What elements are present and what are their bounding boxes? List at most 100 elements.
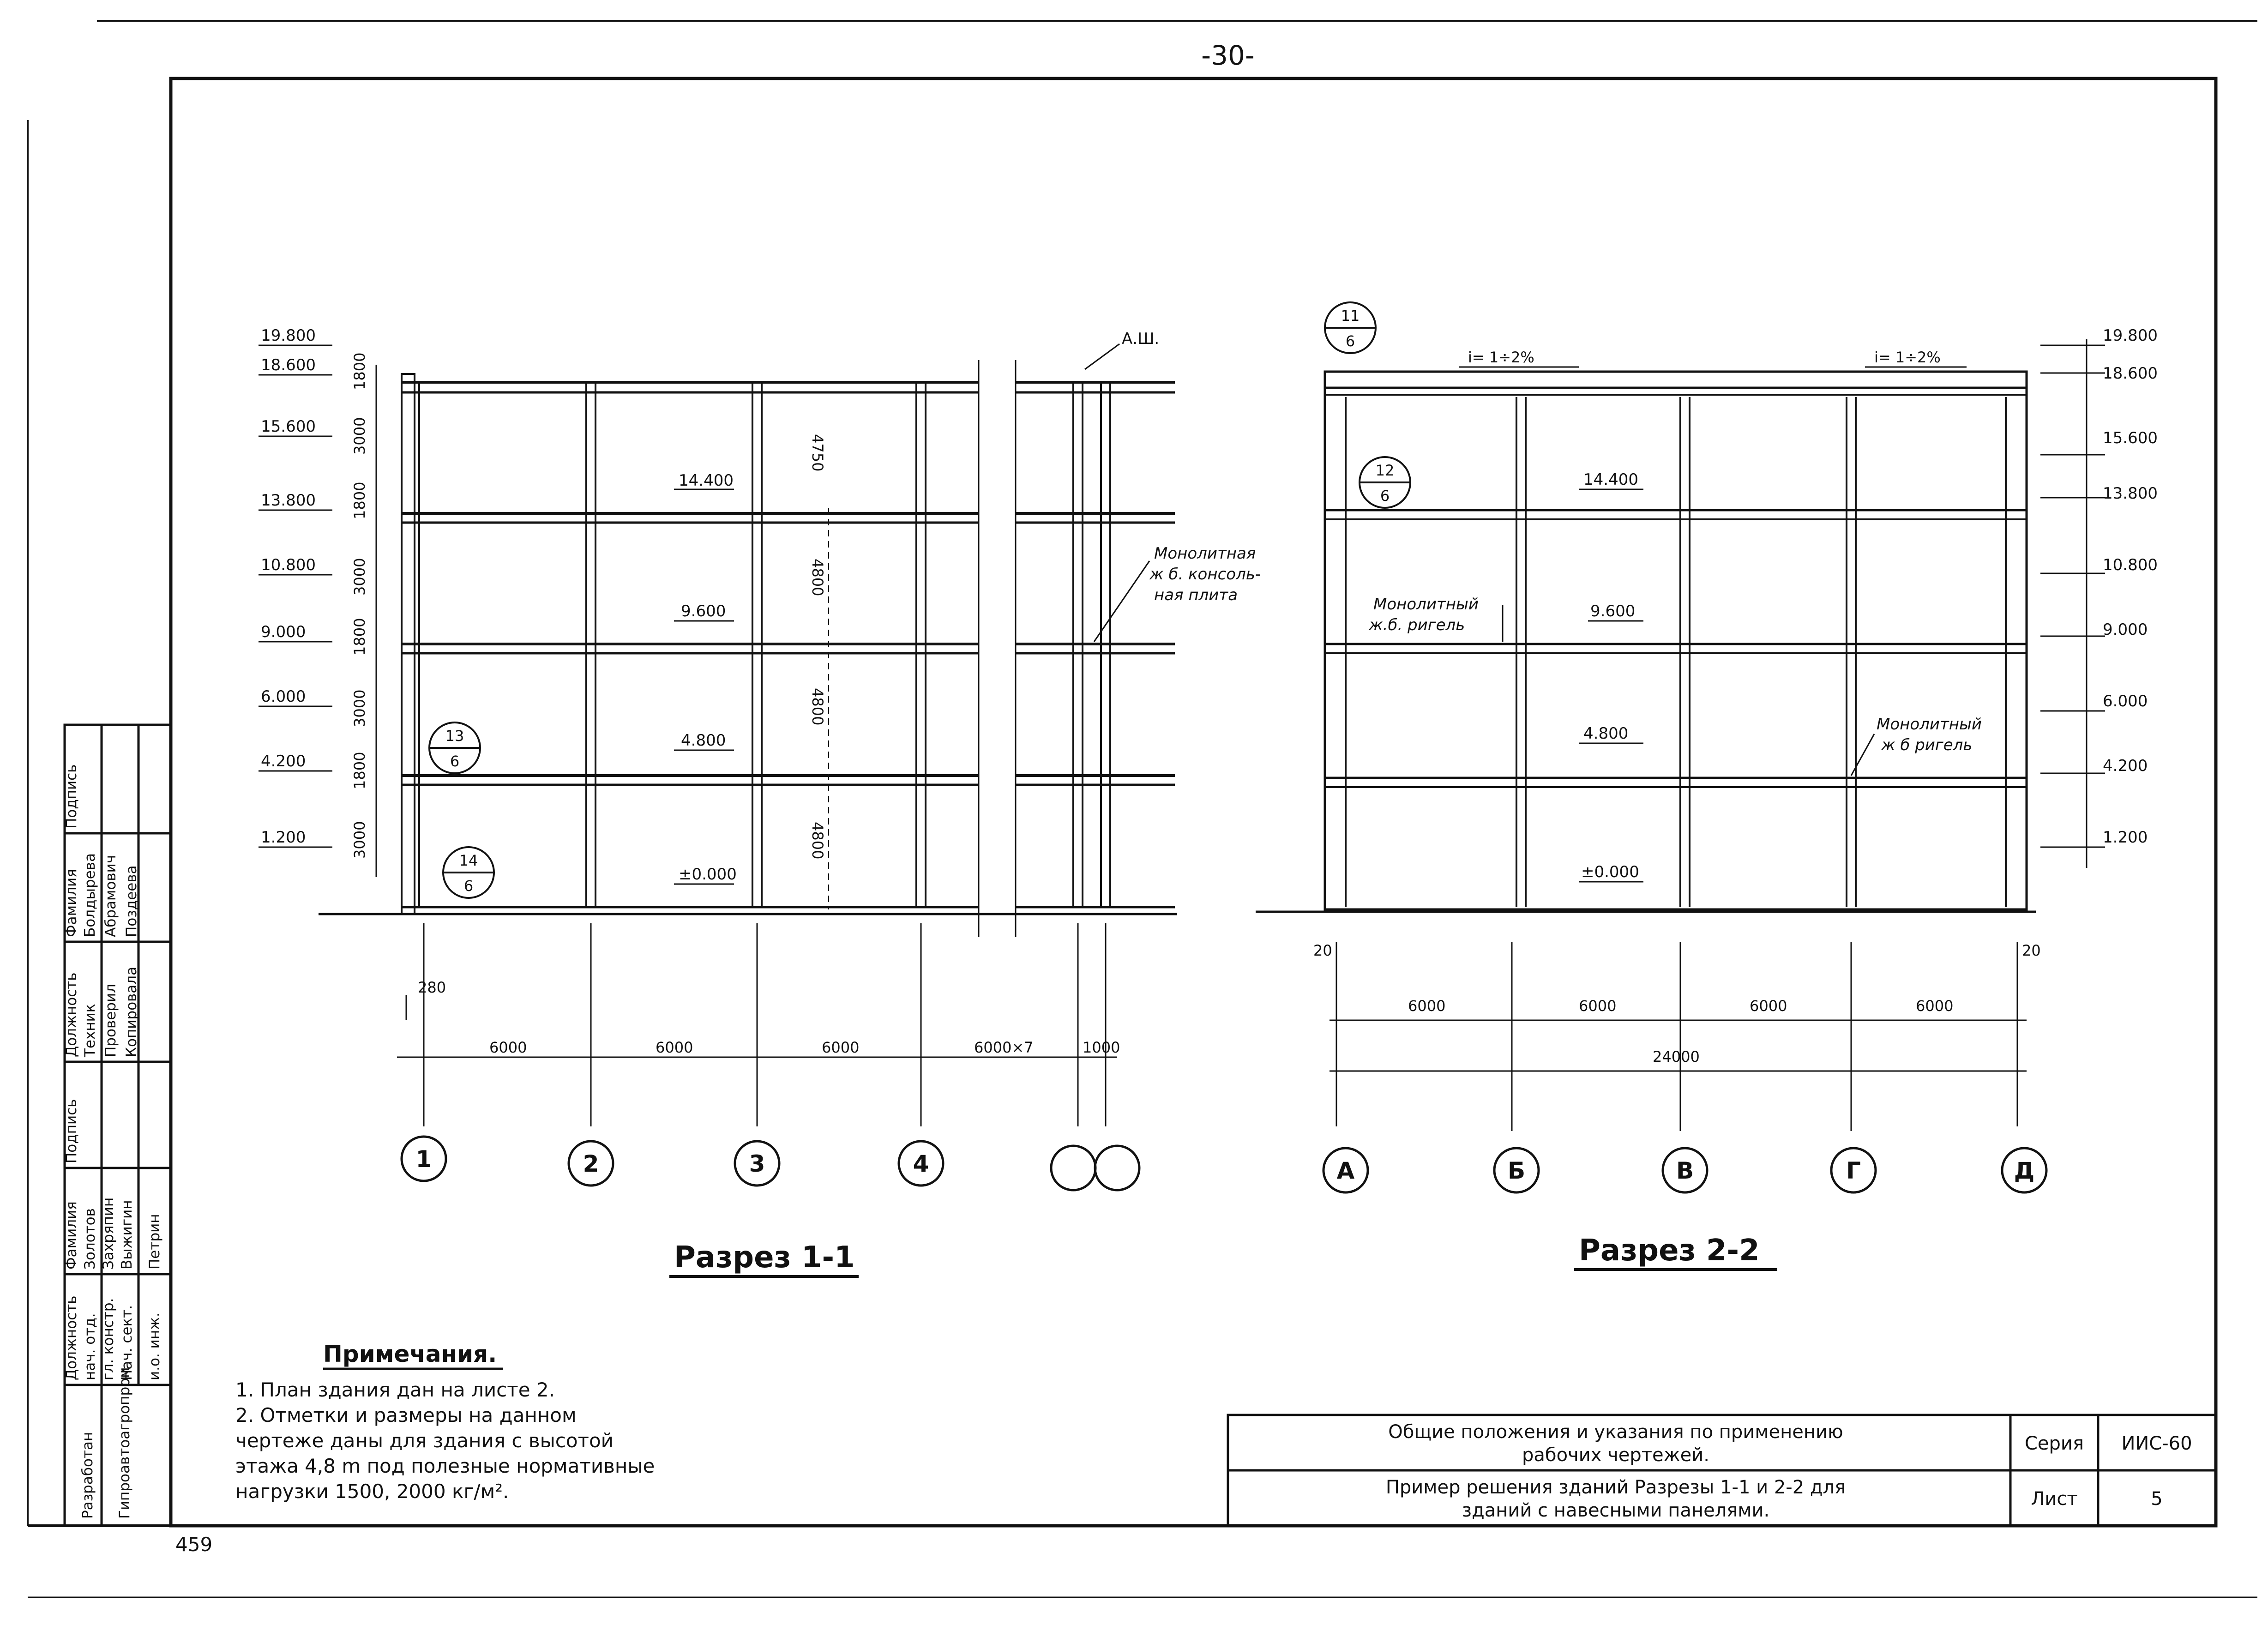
sheet-number-bottom: 459 <box>175 1533 212 1556</box>
page-number: -30- <box>1201 40 1255 71</box>
note-line: 2. Отметки и размеры на данном <box>235 1404 577 1426</box>
offset-dim: 20 <box>2022 942 2041 959</box>
dim-label: 1800 <box>351 353 368 390</box>
title-desc: зданий с навесными панелями. <box>1462 1500 1769 1521</box>
axis-label: В <box>1676 1157 1694 1184</box>
dim-label: 1800 <box>351 752 368 789</box>
callout-top: 11 <box>1341 307 1360 325</box>
section-2-axis-bubbles <box>1322 1147 2048 1194</box>
note-line: этажа 4,8 m под полезные нормативные <box>235 1455 655 1477</box>
section-2-title: Разрез 2-2 <box>1579 1234 1760 1268</box>
beam-note: ж б ригель <box>1881 736 1972 754</box>
callout-bottom: 6 <box>1380 487 1390 505</box>
span-dim: 1000 <box>1083 1039 1120 1056</box>
level-label: 13.800 <box>2103 484 2158 503</box>
span-dim: 6000 <box>1408 997 1445 1015</box>
level-label: 19.800 <box>2103 326 2158 345</box>
floor-mark: 9.600 <box>681 602 726 620</box>
stamp-cell: Должность <box>63 1295 80 1380</box>
total-span-dim: 24000 <box>1653 1048 1700 1065</box>
level-label: 9.000 <box>261 623 306 641</box>
note-line: чертеже даны для здания с высотой <box>235 1429 614 1452</box>
stamp-cell: Фамилия <box>63 1201 80 1270</box>
sheet-value: 5 <box>2151 1488 2162 1510</box>
callout-top: 14 <box>459 852 478 869</box>
dim-label: 1800 <box>351 482 368 519</box>
axis-label: Г <box>1846 1157 1861 1184</box>
section-2-callout-12 <box>1359 456 1411 509</box>
section-2-level-ladder <box>2040 339 2105 868</box>
level-label: 9.000 <box>2103 620 2148 639</box>
span-dim: 6000 <box>656 1039 693 1056</box>
section-1-story-heights: 4750 4800 4800 4800 <box>809 434 826 859</box>
callout-bottom: 6 <box>464 877 473 895</box>
floor-mark: 4.800 <box>681 731 726 750</box>
axis-label: А <box>1337 1157 1355 1184</box>
span-dim: 6000×7 <box>974 1039 1034 1056</box>
section-1-level-ladder <box>259 344 377 877</box>
stamp-cell: Подпись <box>63 764 80 829</box>
roof-slope: i= 1÷2% <box>1468 349 1534 366</box>
offset-dim: 20 <box>1313 942 1332 959</box>
level-label: 1.200 <box>261 828 306 847</box>
axis-label: 3 <box>749 1150 765 1177</box>
level-label: 10.800 <box>2103 556 2158 574</box>
callout-bottom: 6 <box>450 752 459 770</box>
floor-mark: ±0.000 <box>679 865 737 884</box>
section-1-left-dims: 1800 3000 1800 3000 1800 3000 1800 3000 <box>351 353 368 859</box>
approval-stamp: Разработан Гипроавтоагропром Должность н… <box>63 723 172 1527</box>
note-line: нагрузки 1500, 2000 кг/м². <box>235 1480 509 1503</box>
section-2-span-dims <box>1330 942 2027 1131</box>
stamp-cell: Техник <box>82 1004 98 1058</box>
section-2-callout-11 <box>1324 301 1377 354</box>
note-line: 1. План здания дан на листе 2. <box>235 1378 555 1401</box>
span-dim: 6000 <box>1750 997 1787 1015</box>
section-2-2: 19.800 18.600 15.600 13.800 10.800 9.000… <box>1256 301 2158 1271</box>
axis-label: Б <box>1508 1157 1525 1184</box>
stamp-cell: Нач. сект. <box>119 1305 135 1380</box>
stamp-cell: Золотов <box>82 1208 98 1270</box>
section-1-1: 19.800 18.600 15.600 13.800 10.800 9.000… <box>259 326 1261 1278</box>
section-1-levels: 19.800 18.600 15.600 13.800 10.800 9.000… <box>261 326 316 847</box>
section-2-floor-marks: 14.400 9.600 4.800 ±0.000 <box>1579 470 1643 883</box>
stamp-cell: Абрамович <box>102 855 119 937</box>
roof-slope: i= 1÷2% <box>1874 349 1941 366</box>
dim-label: 3000 <box>351 558 368 596</box>
notes-block: Примечания. 1. План здания дан на листе … <box>235 1341 655 1503</box>
title-block: Общие положения и указания по применению… <box>1227 1414 2217 1527</box>
title-desc: Общие положения и указания по применению <box>1388 1421 1843 1443</box>
section-1-floor-marks: 14.400 9.600 4.800 ±0.000 <box>674 471 737 885</box>
story-height: 4800 <box>809 559 826 596</box>
slab-note: ж б. консоль- <box>1149 565 1261 584</box>
level-label: 19.800 <box>261 326 316 345</box>
slab-note: ная плита <box>1154 586 1238 604</box>
stamp-cell: Копировала <box>123 967 140 1057</box>
level-label: 4.200 <box>2103 757 2148 775</box>
section-1-span-dims <box>397 923 1117 1126</box>
level-label: 6.000 <box>261 687 306 706</box>
stamp-cell: и.о. инж. <box>146 1312 163 1380</box>
level-label: 6.000 <box>2103 692 2148 710</box>
level-label: 10.800 <box>261 556 316 574</box>
parapet-label: А.Ш. <box>1122 330 1159 348</box>
level-label: 4.200 <box>261 752 306 770</box>
stamp-cell: Болдырева <box>82 853 98 937</box>
level-label: 13.800 <box>261 491 316 510</box>
axis-label: 4 <box>913 1150 929 1177</box>
span-dim: 6000 <box>1916 997 1953 1015</box>
stamp-cell: Захряпин <box>100 1198 117 1270</box>
stamp-org: Разработан <box>79 1432 96 1519</box>
beam-note: Монолитный <box>1373 595 1479 614</box>
section-1-title: Разрез 1-1 <box>674 1240 855 1275</box>
story-height: 4800 <box>809 688 826 725</box>
section-1-callout-13 <box>428 722 481 774</box>
stamp-cell: Подпись <box>63 1099 80 1163</box>
title-desc: рабочих чертежей. <box>1522 1444 1709 1466</box>
section-2-frame <box>1256 370 2036 913</box>
callout-top: 12 <box>1376 462 1395 479</box>
dim-label: 3000 <box>351 417 368 455</box>
stamp-cell: Выжигин <box>119 1200 135 1270</box>
stamp-cell: нач. отд. <box>82 1313 98 1380</box>
callout-bottom: 6 <box>1346 332 1355 350</box>
